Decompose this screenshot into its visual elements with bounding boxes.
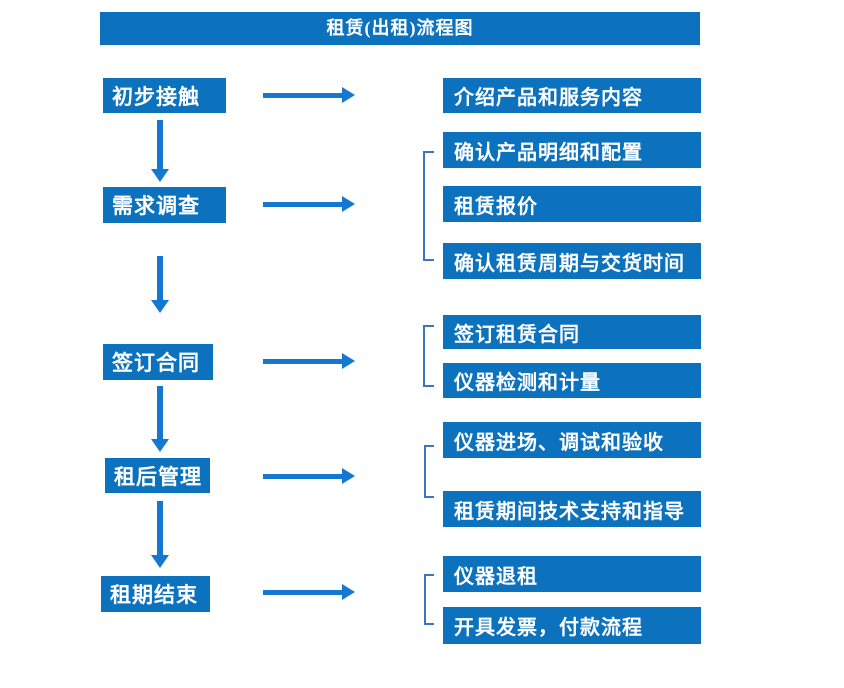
output-box-technical-support: 租赁期间技术支持和指导 xyxy=(443,491,701,527)
group-bracket-contract-signing xyxy=(423,325,434,387)
right-arrow-icon xyxy=(263,584,355,600)
output-box-instrument-testing: 仪器检测和计量 xyxy=(443,363,701,398)
arrow-head xyxy=(151,169,169,182)
output-box-instrument-setup-acceptance: 仪器进场、调试和验收 xyxy=(443,422,701,458)
down-arrow-icon xyxy=(151,120,169,182)
stage-box-lease-end: 租期结束 xyxy=(101,576,210,612)
output-box-rental-quotation: 租赁报价 xyxy=(443,186,701,222)
arrow-head xyxy=(151,300,169,313)
arrow-head xyxy=(151,555,169,568)
arrow-head xyxy=(342,584,355,600)
arrow-shaft xyxy=(157,120,163,169)
right-arrow-icon xyxy=(263,468,355,484)
arrow-head xyxy=(342,196,355,212)
arrow-shaft xyxy=(263,590,343,595)
output-box-sign-rental-contract: 签订租赁合同 xyxy=(443,315,701,349)
arrow-shaft xyxy=(263,474,343,479)
group-bracket-lease-end xyxy=(424,574,434,625)
down-arrow-icon xyxy=(151,256,169,313)
output-box-introduce-products: 介绍产品和服务内容 xyxy=(443,78,701,113)
output-box-invoice-payment: 开具发票，付款流程 xyxy=(443,607,701,644)
arrow-shaft xyxy=(157,256,163,300)
arrow-head xyxy=(342,87,355,103)
down-arrow-icon xyxy=(151,501,169,568)
arrow-head xyxy=(151,439,169,452)
arrow-shaft xyxy=(157,386,163,439)
stage-box-contract-signing: 签订合同 xyxy=(103,344,213,380)
arrow-shaft xyxy=(263,93,343,98)
output-box-instrument-return: 仪器退租 xyxy=(443,556,701,592)
output-box-confirm-product-details: 确认产品明细和配置 xyxy=(443,132,701,168)
arrow-head xyxy=(342,468,355,484)
right-arrow-icon xyxy=(263,87,355,103)
group-bracket-post-rental-management xyxy=(424,445,434,498)
right-arrow-icon xyxy=(263,353,355,369)
stage-box-post-rental-management: 租后管理 xyxy=(105,458,210,493)
stage-box-initial-contact: 初步接触 xyxy=(103,78,226,113)
flowchart-title-bar: 租赁(出租)流程图 xyxy=(100,12,700,45)
output-box-confirm-rental-period: 确认租赁周期与交货时间 xyxy=(443,243,701,279)
arrow-shaft xyxy=(157,501,163,555)
arrow-head xyxy=(342,353,355,369)
down-arrow-icon xyxy=(151,386,169,452)
arrow-shaft xyxy=(263,359,343,364)
stage-box-demand-survey: 需求调查 xyxy=(103,187,226,223)
arrow-shaft xyxy=(263,202,343,207)
group-bracket-demand-survey xyxy=(423,151,434,261)
right-arrow-icon xyxy=(263,196,355,212)
